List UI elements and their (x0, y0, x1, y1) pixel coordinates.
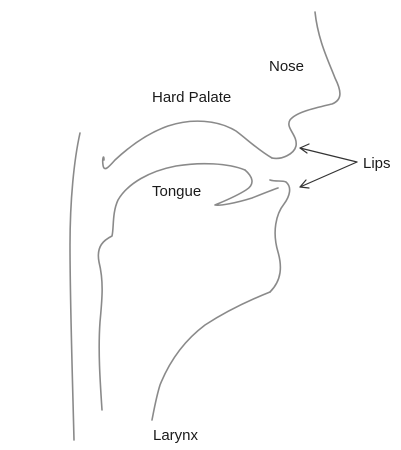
larynx-label: Larynx (153, 427, 198, 444)
lips-label: Lips (363, 155, 391, 172)
nose-profile-line (272, 12, 340, 158)
tongue-label: Tongue (152, 183, 201, 200)
hard-palate-line (103, 121, 272, 168)
tongue-tip-line (215, 170, 278, 205)
tongue-root-line (98, 164, 245, 410)
nose-label: Nose (269, 58, 304, 75)
hard-palate-label: Hard Palate (152, 89, 231, 106)
lower-lip-line (270, 180, 290, 292)
lips-arrow-upper (300, 148, 357, 162)
throat-line (152, 292, 270, 420)
lips-arrow-lower (300, 162, 357, 187)
pharynx-back-wall-line (70, 133, 80, 440)
